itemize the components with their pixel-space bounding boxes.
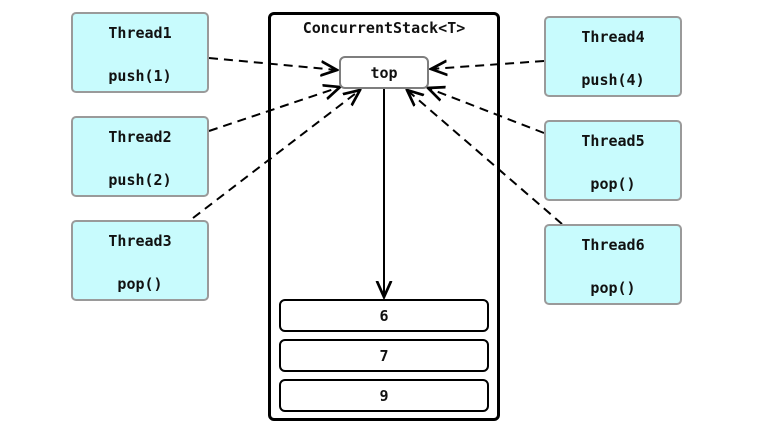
thread5-connector xyxy=(428,88,545,134)
thread5-op: pop() xyxy=(590,175,636,193)
thread2-op: push(2) xyxy=(108,171,172,189)
thread2-box: Thread2 push(2) xyxy=(71,116,209,197)
thread6-connector xyxy=(407,90,563,225)
thread4-connector xyxy=(431,61,545,69)
thread4-box: Thread4 push(4) xyxy=(544,16,682,97)
top-pointer-node: top xyxy=(339,56,429,89)
thread6-op: pop() xyxy=(590,279,636,297)
thread3-op: pop() xyxy=(117,275,163,293)
thread1-name: Thread1 xyxy=(108,24,172,42)
thread1-op: push(1) xyxy=(108,67,172,85)
stack-item: 9 xyxy=(279,379,489,412)
thread6-name: Thread6 xyxy=(581,236,645,254)
stack-title: ConcurrentStack<T> xyxy=(302,19,466,37)
thread4-op: push(4) xyxy=(581,71,645,89)
concurrent-stack-container xyxy=(268,12,500,421)
thread2-name: Thread2 xyxy=(108,128,172,146)
thread2-connector xyxy=(208,87,340,132)
thread1-connector xyxy=(208,57,337,70)
thread3-box: Thread3 pop() xyxy=(71,220,209,301)
thread5-name: Thread5 xyxy=(581,132,645,150)
thread1-box: Thread1 push(1) xyxy=(71,12,209,93)
stack-item: 6 xyxy=(279,299,489,332)
thread3-name: Thread3 xyxy=(108,232,172,250)
thread4-name: Thread4 xyxy=(581,28,645,46)
stack-item: 7 xyxy=(279,339,489,372)
thread6-box: Thread6 pop() xyxy=(544,224,682,305)
thread5-box: Thread5 pop() xyxy=(544,120,682,201)
thread3-connector xyxy=(192,90,360,219)
